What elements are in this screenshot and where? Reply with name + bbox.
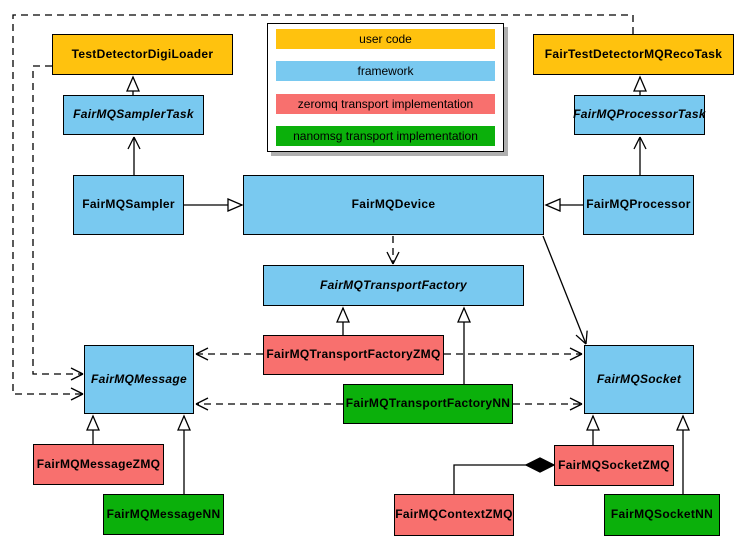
class-label: FairMQTransportFactoryZMQ: [266, 347, 441, 362]
class-box-fairmqmessagezmq: FairMQMessageZMQ: [33, 444, 164, 485]
class-box-fairmqcontextzmq: FairMQContextZMQ: [394, 494, 514, 536]
class-box-fairmqmessage: FairMQMessage: [84, 345, 194, 414]
class-label: FairMQSamplerTask: [73, 107, 194, 122]
legend-item-user-code: user code: [276, 28, 495, 49]
class-label: FairTestDetectorMQRecoTask: [544, 46, 723, 61]
edge-association-device-socket: [542, 235, 588, 345]
class-box-fairtestdetectormqrecotask: FairTestDetectorMQRecoTask: [533, 34, 734, 75]
class-box-fairmqsocketzmq: FairMQSocketZMQ: [554, 445, 674, 486]
class-label: FairMQTransportFactoryNN: [345, 396, 511, 411]
legend: user code framework zeromq transport imple…: [267, 23, 504, 152]
class-box-fairmqprocessor: FairMQProcessor: [583, 175, 694, 235]
class-label: FairMQMessage: [91, 371, 187, 386]
class-box-fairmqsocketnn: FairMQSocketNN: [604, 494, 720, 536]
class-label: FairMQProcessorTask: [573, 107, 706, 122]
legend-items: user code framework zeromq transport imple…: [268, 26, 503, 149]
legend-item-nanomsg: nanomsg transport implementation: [276, 126, 495, 147]
class-label: FairMQSampler: [82, 197, 175, 212]
edge-composition-contextzmq-socketzmq: [453, 464, 527, 494]
legend-item-zeromq: zeromq transport implementation: [276, 93, 495, 114]
class-box-fairmqsampler: FairMQSampler: [73, 175, 184, 235]
edge-dependency-recotask-message: [12, 14, 634, 401]
class-box-fairmqprocessortask: FairMQProcessorTask: [573, 95, 706, 135]
class-box-fairmqtransportfactorynn: FairMQTransportFactoryNN: [343, 384, 513, 424]
class-box-fairmqsamplertask: FairMQSamplerTask: [63, 95, 204, 135]
class-label: FairMQMessageNN: [106, 506, 221, 521]
edge-dependency-digiloader-message: [32, 65, 84, 381]
class-box-fairmqtransportfactoryzmq: FairMQTransportFactoryZMQ: [263, 335, 444, 375]
class-label: TestDetectorDigiLoader: [71, 46, 214, 61]
class-box-fairmqmessagenn: FairMQMessageNN: [103, 494, 224, 535]
legend-item-framework: framework: [276, 61, 495, 82]
class-label: FairMQSocketZMQ: [558, 457, 670, 472]
class-label: FairMQMessageZMQ: [36, 456, 161, 471]
class-label: FairMQSocketNN: [610, 507, 714, 522]
class-label: FairMQContextZMQ: [395, 507, 513, 522]
class-label: FairMQProcessor: [586, 197, 691, 212]
class-box-testdetectordigiloader: TestDetectorDigiLoader: [52, 34, 233, 75]
class-label: FairMQTransportFactory: [319, 277, 468, 292]
class-box-fairmqsocket: FairMQSocket: [584, 345, 694, 414]
class-box-fairmqtransportfactory: FairMQTransportFactory: [263, 265, 524, 306]
class-label: FairMQSocket: [596, 371, 682, 386]
class-box-fairmqdevice: FairMQDevice: [243, 175, 544, 235]
class-label: FairMQDevice: [351, 197, 436, 212]
